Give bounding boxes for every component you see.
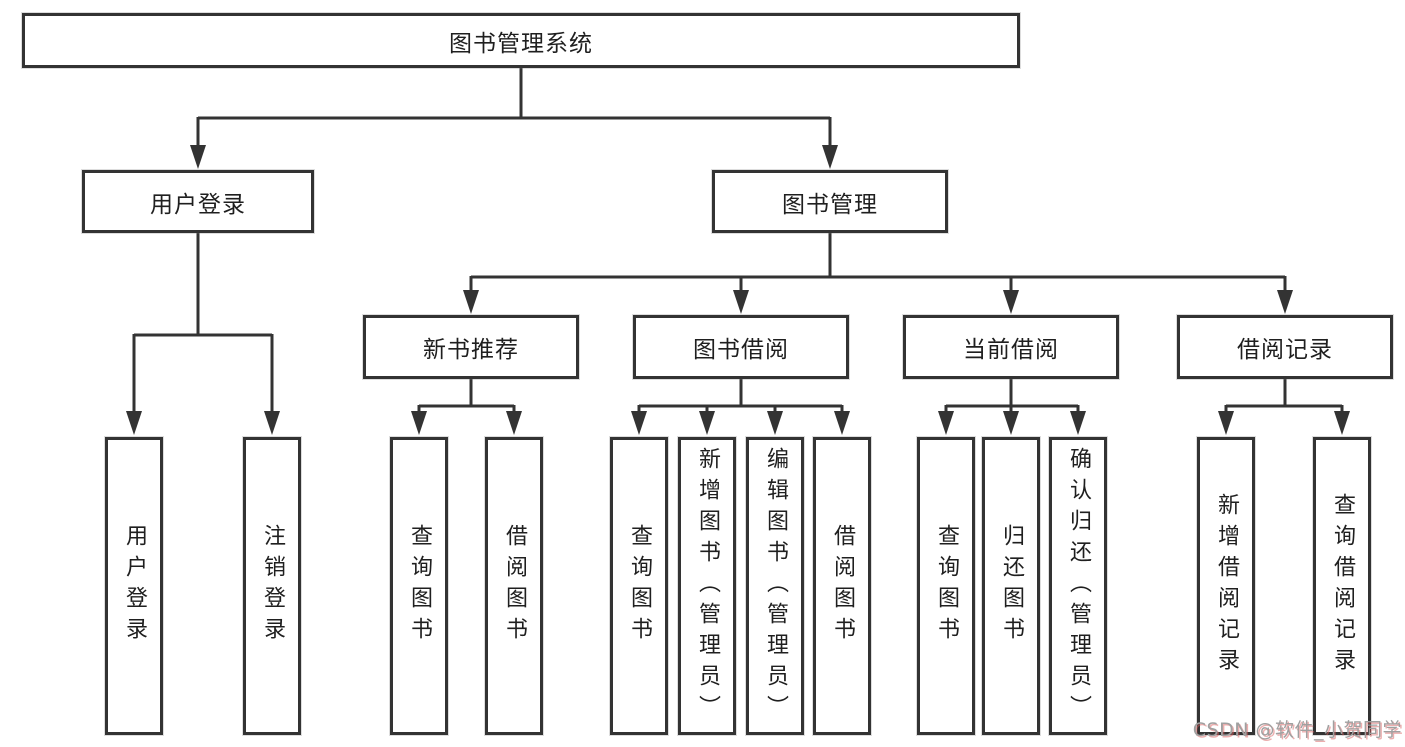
leaf-add-books-admin: 新增图书（管理员） [678,437,736,735]
node-new-book-recommend: 新书推荐 [363,315,579,379]
node-borrow-records: 借阅记录 [1177,315,1393,379]
leaf-user-login: 用户登录 [105,437,163,735]
leaf-query-books-recommend: 查询图书 [390,437,448,735]
leaf-logout: 注销登录 [243,437,301,735]
connector-current-split [938,379,1086,435]
node-library-system: 图书管理系统 [22,13,1020,68]
connector-borrow-split [631,379,850,435]
csdn-watermark: CSDN @软件_小贺同学 [1192,719,1402,741]
node-book-borrow: 图书借阅 [633,315,849,379]
connector-newbook-split [411,379,522,435]
node-user-login: 用户登录 [82,170,314,233]
connector-login-split [126,233,280,435]
connector-records-split [1218,379,1350,435]
leaf-borrow-books: 借阅图书 [813,437,871,735]
leaf-borrow-books-recommend: 借阅图书 [485,437,543,735]
leaf-edit-books-admin: 编辑图书（管理员） [746,437,804,735]
leaf-confirm-return-admin: 确认归还（管理员） [1049,437,1107,735]
connector-root-split [190,68,838,169]
node-book-management: 图书管理 [712,170,948,233]
leaf-query-books-borrow: 查询图书 [610,437,668,735]
leaf-query-books-current: 查询图书 [917,437,975,735]
connector-mgmt-split [463,233,1293,314]
leaf-query-borrow-record: 查询借阅记录 [1313,437,1371,735]
leaf-return-books: 归还图书 [982,437,1040,735]
leaf-add-borrow-record: 新增借阅记录 [1197,437,1255,735]
node-current-borrow: 当前借阅 [903,315,1119,379]
